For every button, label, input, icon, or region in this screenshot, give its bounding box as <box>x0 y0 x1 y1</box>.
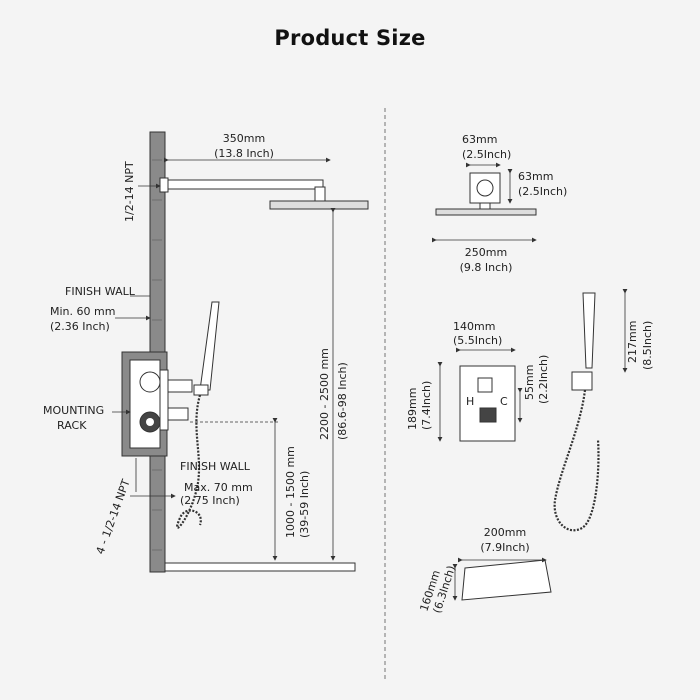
min-depth-mm: Min. 60 mm <box>50 305 115 318</box>
trim-plate-detail: H C 140mm (5.5Inch) 189mm (7.4Inch) 55mm… <box>406 320 550 442</box>
mounting-rack-callout: MOUNTING RACK <box>43 404 131 432</box>
rack-thread-label: 4 - 1/2-14 NPT <box>94 477 133 556</box>
arm-length-mm: 350mm <box>223 132 265 145</box>
head-width-mm: 250mm <box>465 246 507 259</box>
hand-shower <box>175 301 220 529</box>
plate-width-mm: 140mm <box>453 320 495 333</box>
min-depth-inch: (2.36 Inch) <box>50 320 110 333</box>
shower-arm <box>159 177 326 202</box>
handle-size-inch: (2.2Inch) <box>537 355 550 404</box>
valve-height-dimension: 1000 - 1500 mm (39-59 Inch) <box>190 418 311 561</box>
finish-wall-bottom: FINISH WALL Max. 70 mm (2.75 Inch) <box>130 460 253 507</box>
flange-height-mm: 63mm <box>518 170 553 183</box>
plate-height-inch: (7.4Inch) <box>420 381 433 430</box>
arm-length-dimension: 350mm (13.8 Inch) <box>164 132 331 163</box>
mounting-rack-line1: MOUNTING <box>43 404 104 417</box>
page-title: Product Size <box>274 26 426 50</box>
shower-height-mm: 2200 - 2500 mm <box>318 348 331 440</box>
shelf-width-inch: (7.9Inch) <box>480 541 529 554</box>
cold-letter: C <box>500 395 508 408</box>
max-depth-inch: (2.75 Inch) <box>180 494 240 507</box>
flange-width-inch: (2.5Inch) <box>462 148 511 161</box>
handheld-length-inch: (8.5Inch) <box>641 321 654 370</box>
shower-height-dimension: 2200 - 2500 mm (86.6-98 Inch) <box>318 208 349 561</box>
floor <box>164 562 356 572</box>
flange-height-inch: (2.5Inch) <box>518 185 567 198</box>
handle-size-mm: 55mm <box>523 365 536 400</box>
finish-wall-top: FINISH WALL Min. 60 mm (2.36 Inch) <box>50 285 151 333</box>
arm-length-inch: (13.8 Inch) <box>214 147 274 160</box>
finish-wall-top-label: FINISH WALL <box>65 285 136 298</box>
shelf-detail: 200mm (7.9Inch) 160mm (6.3Inch) <box>417 526 552 615</box>
hot-letter: H <box>466 395 474 408</box>
mixing-valve <box>129 359 193 449</box>
plate-height-mm: 189mm <box>406 388 419 430</box>
arm-thread-label: 1/2-14 NPT <box>123 161 136 222</box>
finish-wall-bottom-label: FINISH WALL <box>180 460 251 473</box>
valve-height-mm: 1000 - 1500 mm <box>284 446 297 538</box>
head-width-inch: (9.8 Inch) <box>460 261 513 274</box>
mounting-rack-line2: RACK <box>57 419 87 432</box>
valve-height-inch: (39-59 Inch) <box>298 471 311 538</box>
handheld-detail: 217mm (8.5Inch) <box>553 289 654 532</box>
handheld-length-mm: 217mm <box>626 321 639 363</box>
shower-height-inch: (86.6-98 Inch) <box>336 362 349 440</box>
plate-width-inch: (5.5Inch) <box>453 334 502 347</box>
shower-head-detail: 63mm (2.5Inch) 63mm (2.5Inch) 250mm (9.8… <box>432 133 567 274</box>
shelf-width-mm: 200mm <box>484 526 526 539</box>
rain-shower-head <box>269 200 369 210</box>
flange-width-mm: 63mm <box>462 133 497 146</box>
max-depth-mm: Max. 70 mm <box>184 481 253 494</box>
